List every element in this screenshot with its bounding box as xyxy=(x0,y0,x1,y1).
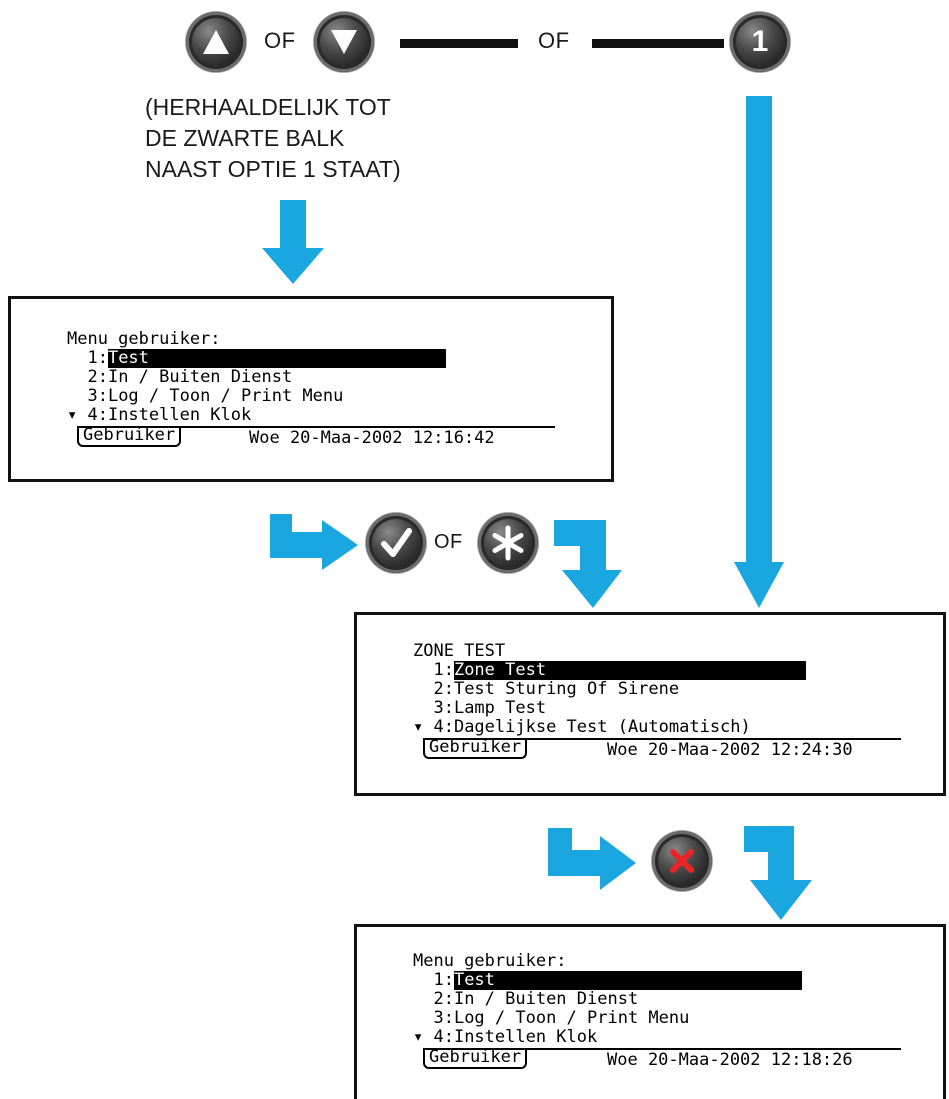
menu-item-2[interactable]: 2:In / Buiten Dienst xyxy=(67,368,292,387)
clock-text: Woe 20-Maa-2002 12:24:30 xyxy=(607,740,853,760)
item-number: 1: xyxy=(67,348,108,368)
item-label-selected: Zone Test xyxy=(453,661,806,680)
down-arrow-key[interactable] xyxy=(314,12,374,72)
or-label: OF xyxy=(434,531,463,553)
item-number: 1: xyxy=(413,970,454,990)
check-key[interactable] xyxy=(366,513,426,573)
item-label: Instellen Klok xyxy=(107,405,252,425)
item-number: 2: xyxy=(413,679,454,699)
item-label: Log / Toon / Print Menu xyxy=(107,386,344,406)
item-number: 1: xyxy=(413,660,454,680)
lcd-screen-user-menu: Menu gebruiker: 1:Test 2:In / Buiten Die… xyxy=(8,296,614,482)
item-label-selected: Test xyxy=(107,349,446,368)
up-arrow-key[interactable] xyxy=(186,12,246,72)
item-number: 3: xyxy=(67,386,108,406)
menu-item-3[interactable]: 3:Lamp Test xyxy=(413,699,546,718)
cancel-key[interactable] xyxy=(652,831,712,891)
instruction-text: (HERHAALDELIJK TOT DE ZWARTE BALK NAAST … xyxy=(145,94,401,182)
long-down-arrow-connector xyxy=(734,96,784,608)
item-label: In / Buiten Dienst xyxy=(107,367,293,387)
menu-item-4[interactable]: ▾ 4:Instellen Klok xyxy=(67,406,251,425)
down-arrow-connector xyxy=(262,200,324,284)
item-label: Dagelijkse Test (Automatisch) xyxy=(453,717,751,737)
corner-down-arrow-connector xyxy=(744,826,812,920)
menu-item-4[interactable]: ▾ 4:Dagelijkse Test (Automatisch) xyxy=(413,718,751,737)
corner-down-arrow-connector xyxy=(554,520,622,608)
item-label: Log / Toon / Print Menu xyxy=(453,1008,690,1028)
user-tab: Gebruiker xyxy=(423,738,528,759)
item-number: ▾ 4: xyxy=(413,717,454,737)
status-divider xyxy=(423,1048,901,1050)
menu-item-4[interactable]: ▾ 4:Instellen Klok xyxy=(413,1028,597,1047)
item-label-selected: Test xyxy=(453,971,802,990)
item-label: Test Sturing Of Sirene xyxy=(453,679,680,699)
lcd-screen-user-menu-return: Menu gebruiker: 1:Test 2:In / Buiten Die… xyxy=(354,924,946,1099)
digit-1-icon: 1 xyxy=(751,25,769,58)
item-number: ▾ 4: xyxy=(413,1027,454,1047)
menu-item-3[interactable]: 3:Log / Toon / Print Menu xyxy=(67,387,343,406)
checkmark-icon xyxy=(381,528,412,557)
item-number: 2: xyxy=(413,989,454,1009)
menu-title: Menu gebruiker: xyxy=(67,329,221,349)
menu-title: Menu gebruiker: xyxy=(413,951,567,971)
clock-text: Woe 20-Maa-2002 12:16:42 xyxy=(249,428,495,448)
item-label: Instellen Klok xyxy=(453,1027,598,1047)
or-label: OF xyxy=(264,28,296,53)
menu-item-1[interactable]: 1:Zone Test xyxy=(413,661,806,680)
item-number: 3: xyxy=(413,1008,454,1028)
digit-1-key[interactable]: 1 xyxy=(730,12,790,72)
asterisk-icon xyxy=(492,525,524,561)
connector-line xyxy=(400,39,518,48)
status-divider xyxy=(77,426,555,428)
user-tab: Gebruiker xyxy=(423,1048,528,1069)
up-triangle-icon xyxy=(203,30,229,54)
menu-item-2[interactable]: 2:In / Buiten Dienst xyxy=(413,990,638,1009)
item-label: In / Buiten Dienst xyxy=(453,989,639,1009)
connector-line xyxy=(592,39,724,48)
clock-text: Woe 20-Maa-2002 12:18:26 xyxy=(607,1050,853,1070)
menu-title: ZONE TEST xyxy=(413,641,506,661)
menu-item-1[interactable]: 1:Test xyxy=(67,349,446,368)
red-x-icon xyxy=(670,849,694,873)
menu-item-2[interactable]: 2:Test Sturing Of Sirene xyxy=(413,680,679,699)
menu-item-3[interactable]: 3:Log / Toon / Print Menu xyxy=(413,1009,689,1028)
down-triangle-icon xyxy=(331,30,357,54)
lcd-screen-zone-test: ZONE TEST 1:Zone Test 2:Test Sturing Of … xyxy=(354,612,946,796)
status-divider xyxy=(423,738,901,740)
or-label: OF xyxy=(538,28,570,53)
right-arrow-connector xyxy=(270,514,358,570)
menu-item-1[interactable]: 1:Test xyxy=(413,971,802,990)
star-key[interactable] xyxy=(478,513,538,573)
right-arrow-connector xyxy=(548,828,636,890)
item-number: ▾ 4: xyxy=(67,405,108,425)
item-number: 2: xyxy=(67,367,108,387)
item-number: 3: xyxy=(413,698,454,718)
user-tab: Gebruiker xyxy=(77,426,182,447)
item-label: Lamp Test xyxy=(453,698,547,718)
